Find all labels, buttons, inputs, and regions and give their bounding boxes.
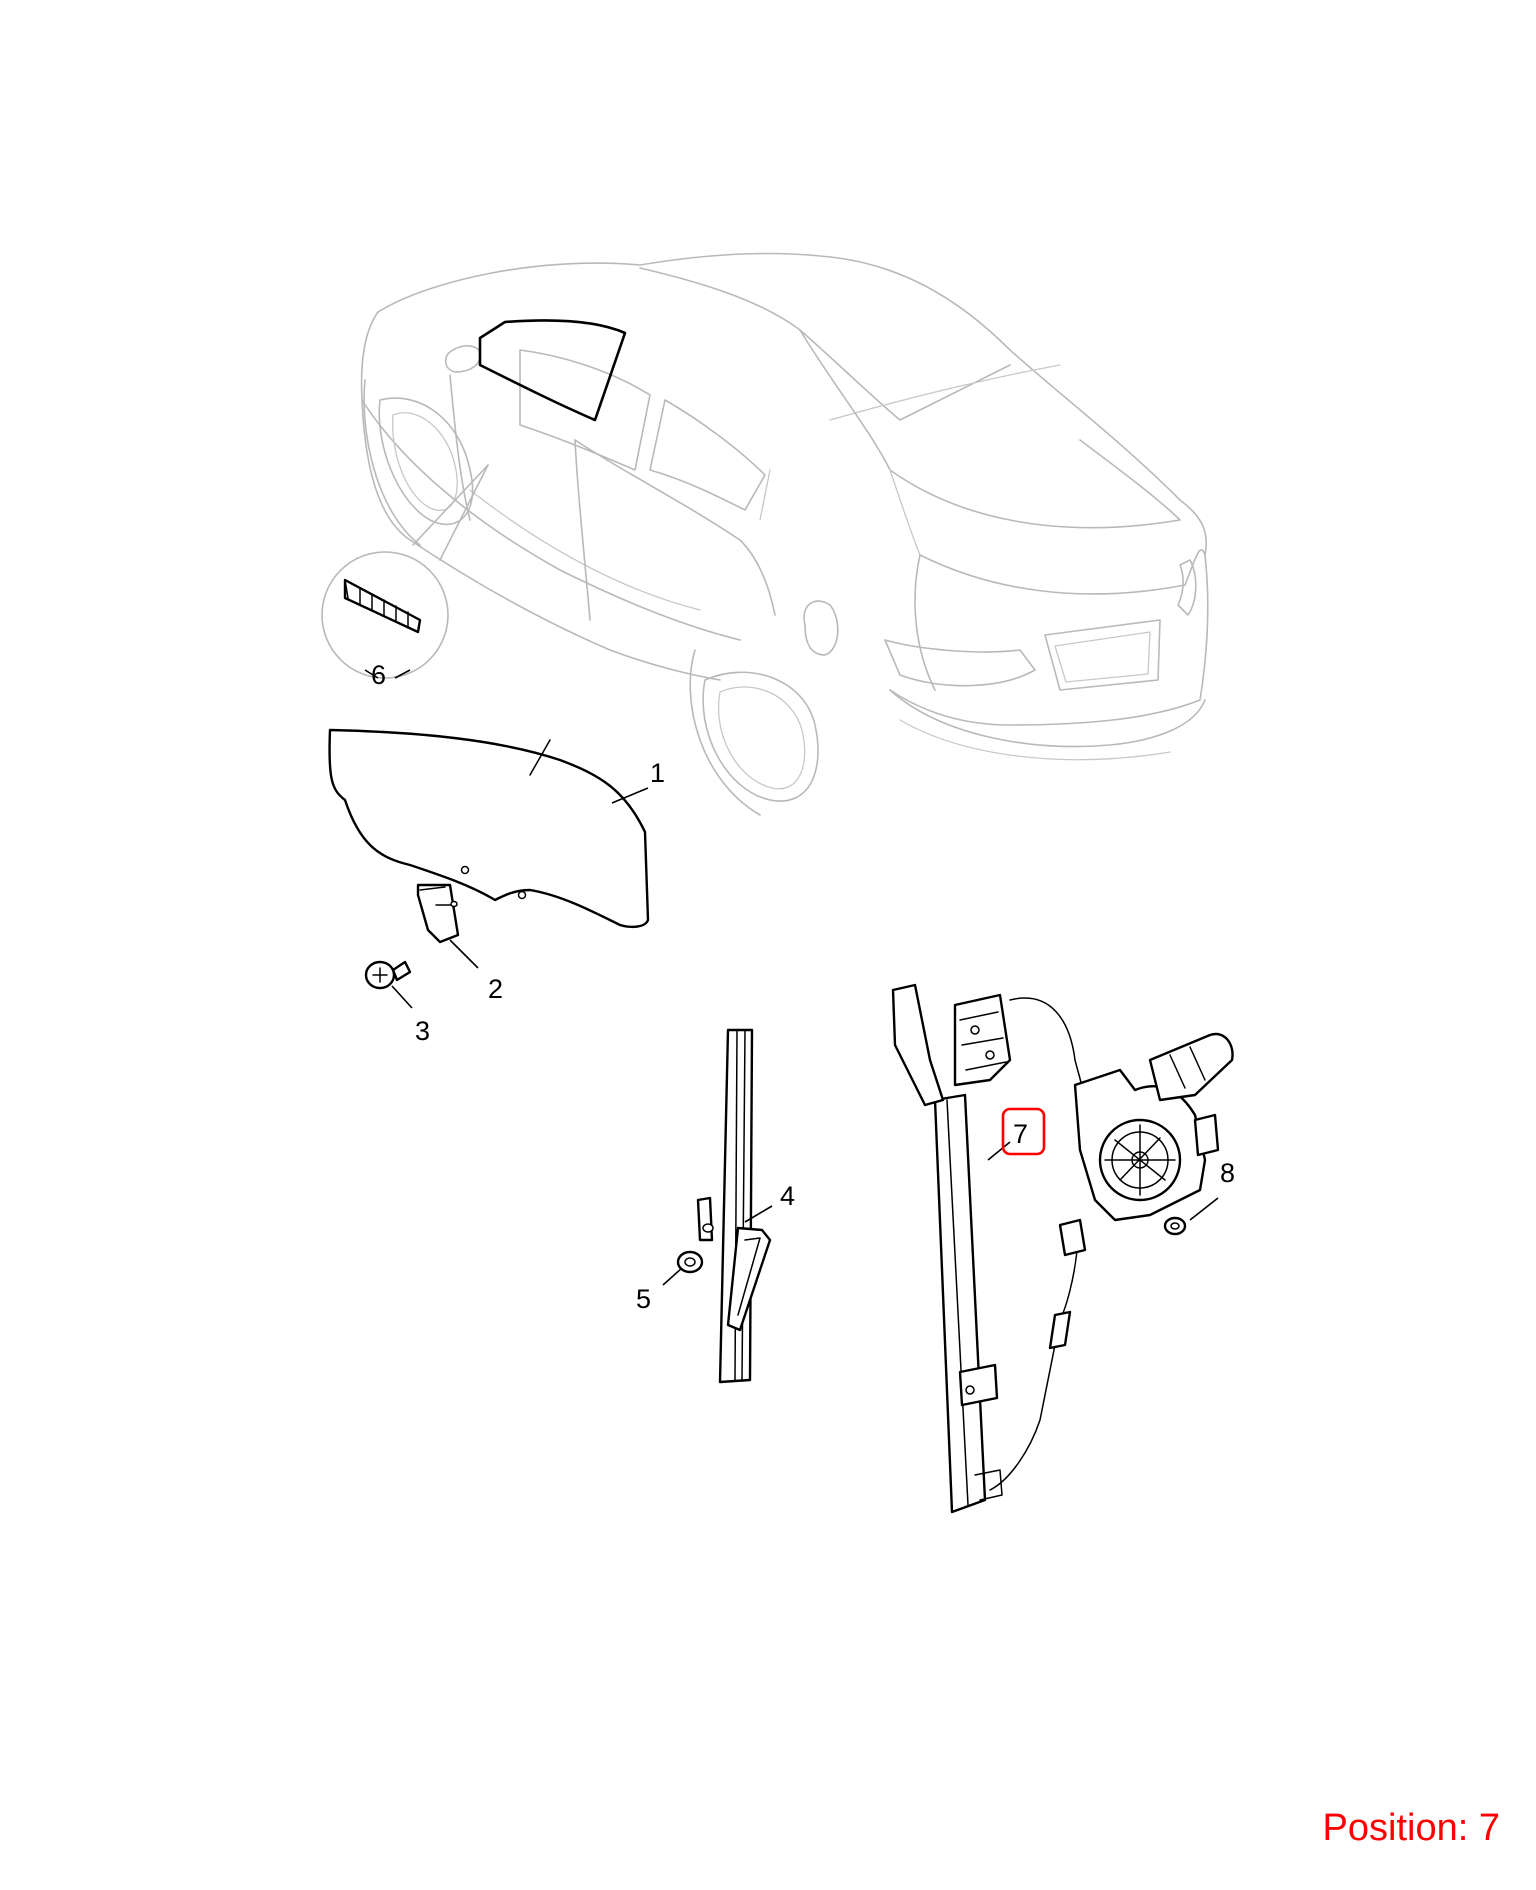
vehicle-outline	[360, 252, 1209, 816]
leader-5	[662, 1267, 683, 1286]
leader-4	[744, 1205, 773, 1223]
leader-1	[611, 787, 649, 804]
callout-3: 3	[415, 1016, 430, 1046]
leader-lines	[364, 669, 1219, 1286]
callout-5: 5	[636, 1284, 651, 1314]
part-1-door-glass	[328, 728, 650, 929]
leader-2	[449, 939, 479, 969]
position-label: Position: 7	[1322, 1807, 1500, 1849]
leader-8	[1189, 1197, 1219, 1221]
callout-7: 7	[1013, 1119, 1028, 1149]
part-2-glass-bracket	[416, 883, 460, 944]
callout-6: 6	[371, 660, 386, 690]
part-5-nut	[676, 1250, 704, 1274]
part-6-detail	[321, 464, 489, 679]
part-7-window-regulator	[891, 983, 1234, 1514]
part-8-nut	[1163, 1216, 1187, 1236]
callout-2: 2	[488, 974, 503, 1004]
part-3-bolt	[364, 960, 412, 990]
callout-4: 4	[780, 1181, 795, 1211]
callout-1: 1	[650, 758, 665, 788]
leader-3	[391, 985, 413, 1009]
leader-7	[987, 1141, 1011, 1161]
highlight-box	[1001, 1107, 1046, 1156]
leader-6	[364, 669, 411, 679]
part-4-guide-rail	[696, 1028, 772, 1384]
callout-8: 8	[1220, 1158, 1235, 1188]
